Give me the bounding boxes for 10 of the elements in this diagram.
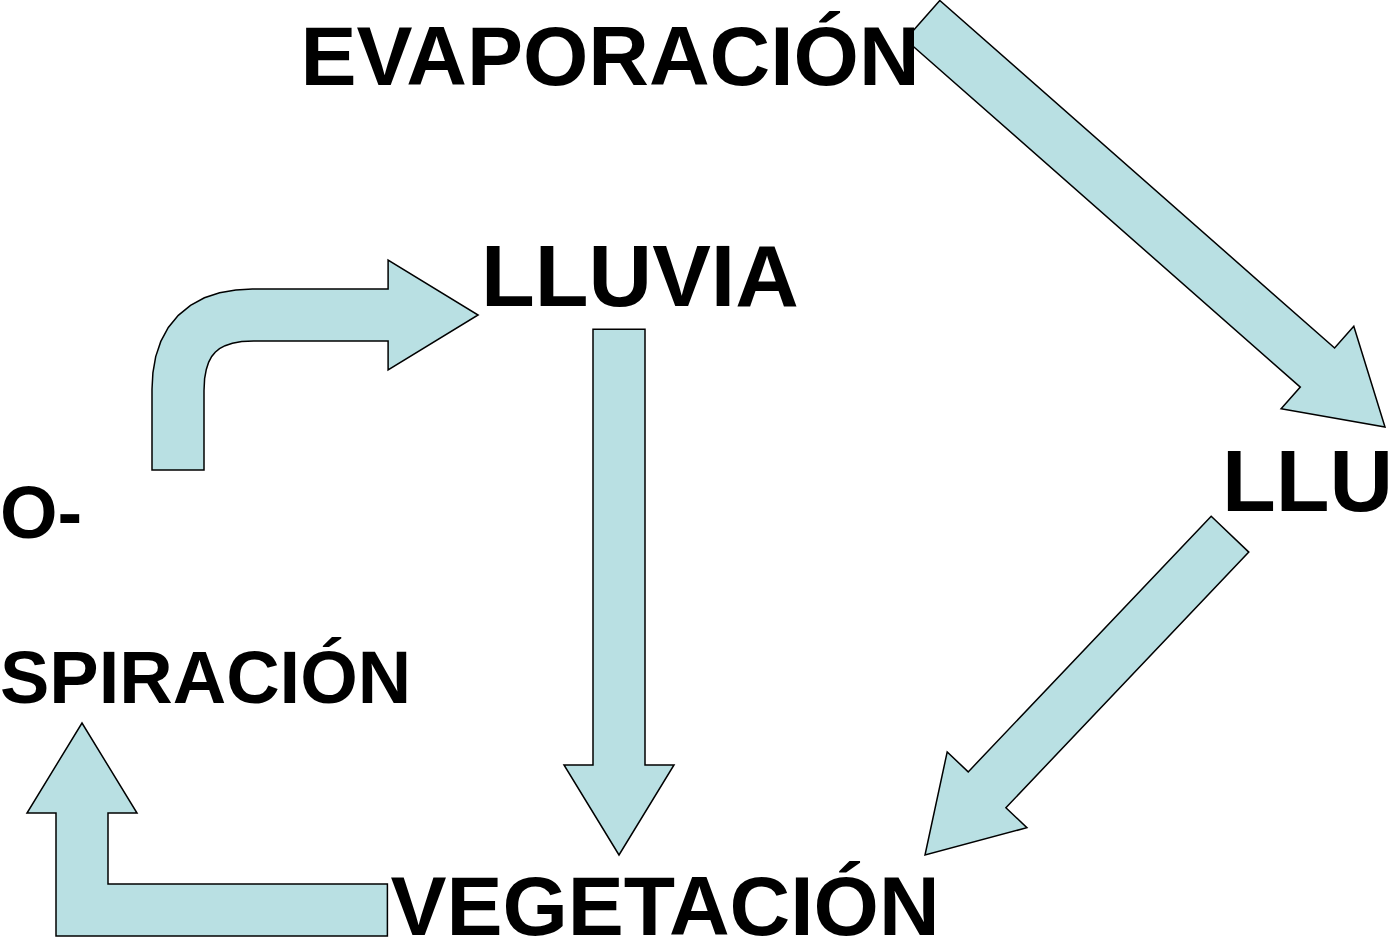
node-label: O- — [0, 470, 83, 556]
block-arrow — [562, 328, 676, 857]
block-arrow — [924, 515, 1250, 857]
node-label: LLU — [1221, 430, 1389, 532]
block-arrow — [25, 721, 389, 937]
node-label: EVAPORACIÓN — [300, 8, 920, 105]
node-label: SPIRACIÓN — [0, 634, 412, 720]
node-label: LLUVIA — [481, 225, 799, 327]
node-label: VEGETACIÓN — [390, 858, 940, 948]
block-arrow — [151, 258, 480, 471]
